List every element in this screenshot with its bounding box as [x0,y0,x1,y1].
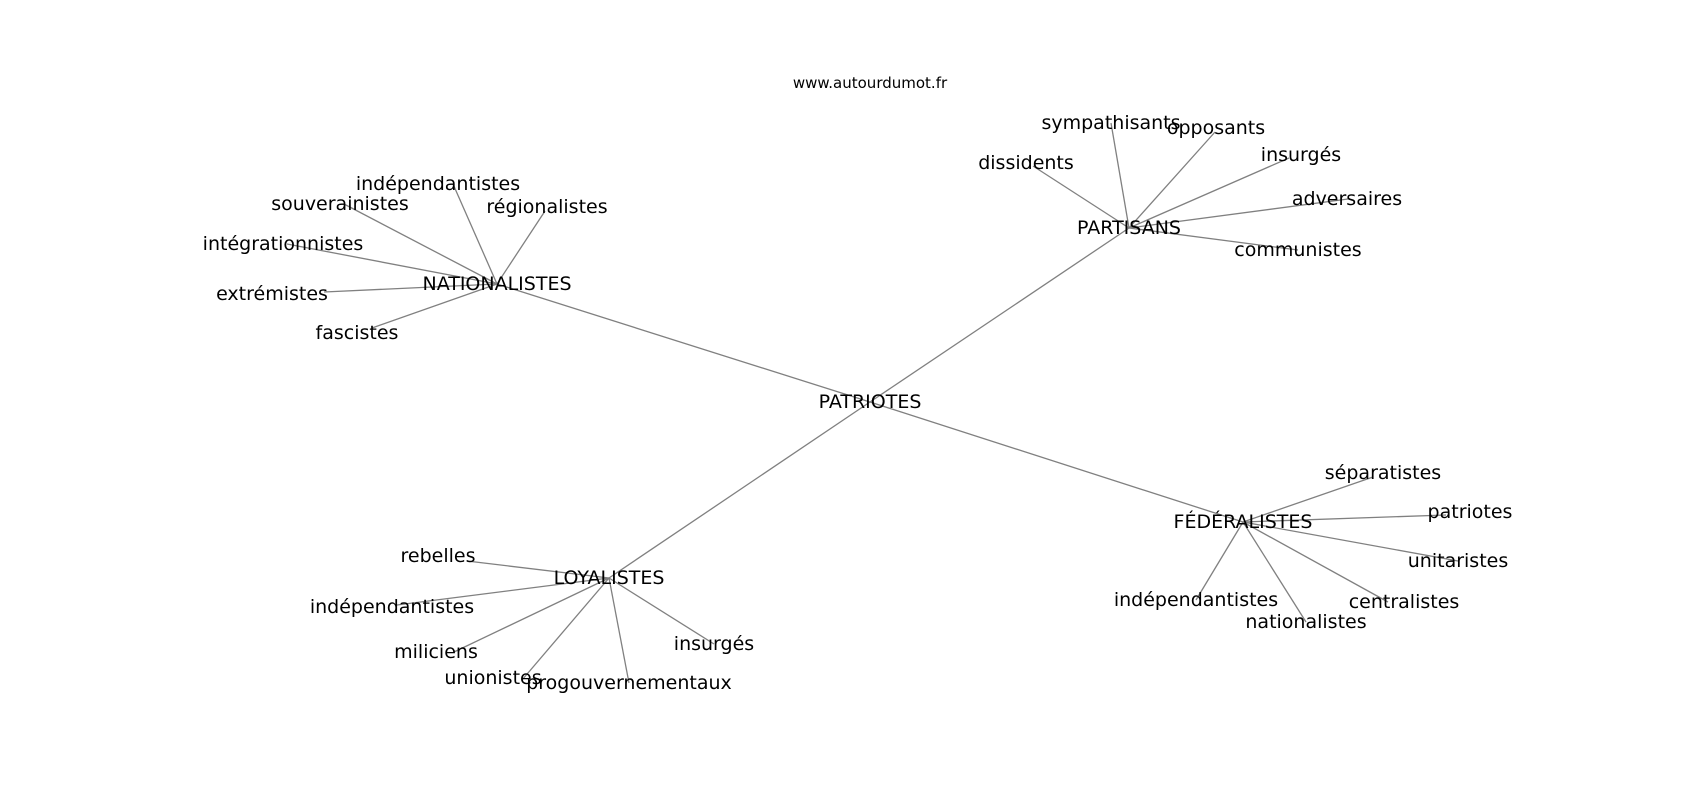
leaf-node-rebelles: rebelles [401,545,476,567]
edge-partisans-adversaires [1128,198,1349,229]
leaf-node-extremistes: extrémistes [216,283,328,305]
edge-partisans-sympathisants [1110,122,1130,229]
leaf-node-progouvernementaux: progouvernementaux [526,672,732,694]
leaf-node-dissidents: dissidents [978,152,1074,174]
edge-loyalistes-unionistes [521,577,610,681]
leaf-node-separatistes: séparatistes [1325,462,1441,484]
edge-root-partisans [869,227,1130,403]
leaf-node-souverainistes: souverainistes [271,193,409,215]
edge-nationalistes-independantistes [452,183,498,285]
leaf-node-regionalistes: régionalistes [486,196,607,218]
edge-layer [286,122,1459,684]
hub-node-loyalistes: LOYALISTES [554,567,665,589]
leaf-node-unitaristes: unitaristes [1408,550,1508,572]
edge-federalistes-nationalistes [1242,521,1307,623]
edge-loyalistes-miliciens [453,577,610,653]
leaf-node-insurges: insurgés [674,633,754,655]
edge-federalistes-centralistes [1242,521,1389,603]
edge-loyalistes-progouvernementaux [608,577,630,684]
leaf-node-miliciens: miliciens [394,641,478,663]
edge-root-nationalistes [496,283,871,403]
edge-loyalistes-insurges [608,577,715,645]
leaf-node-adversaires: adversaires [1292,188,1402,210]
edge-nationalistes-fascistes [371,283,498,329]
leaf-node-sympathisants: sympathisants [1041,112,1180,134]
leaf-node-communistes: communistes [1234,239,1361,261]
edge-nationalistes-extremistes [323,283,498,293]
source-watermark: www.autourdumot.fr [793,74,948,92]
leaf-node-patriotes: patriotes [1428,501,1513,523]
edge-federalistes-independantistes [1195,521,1244,601]
hub-node-nationalistes: NATIONALISTES [422,273,571,295]
root-node-label: PATRIOTES [819,391,922,413]
edge-nationalistes-integrationnistes [286,243,498,285]
leaf-node-independantistes: indépendantistes [356,173,520,195]
edge-loyalistes-rebelles [466,560,610,579]
leaf-node-independantistes: indépendantistes [1114,589,1278,611]
leaf-node-nationalistes: nationalistes [1245,611,1366,633]
edge-root-loyalistes [608,401,871,579]
edge-federalistes-separatistes [1242,476,1374,523]
leaf-node-integrationnistes: intégrationnistes [203,233,364,255]
hub-node-partisans: PARTISANS [1077,217,1181,239]
edge-nationalistes-regionalistes [496,210,546,285]
leaf-node-independantistes: indépendantistes [310,596,474,618]
leaf-node-unionistes: unionistes [444,667,541,689]
hub-node-federalistes: FÉDÉRALISTES [1174,510,1313,533]
edge-partisans-insurges [1128,157,1290,229]
edge-nationalistes-souverainistes [343,203,498,285]
label-layer: www.autourdumot.fr PATRIOTES NATIONALISTE… [203,74,1513,694]
edge-root-federalistes [869,401,1244,523]
edge-partisans-opposants [1128,131,1216,229]
leaf-node-fascistes: fascistes [316,322,399,344]
edge-loyalistes-independantistes [396,577,610,606]
edge-federalistes-patriotes [1242,514,1447,523]
leaf-node-centralistes: centralistes [1349,591,1460,613]
leaf-node-insurges: insurgés [1261,144,1341,166]
edge-federalistes-unitaristes [1242,521,1459,562]
edge-partisans-dissidents [1032,165,1130,229]
edge-partisans-communistes [1128,227,1299,251]
leaf-node-opposants: opposants [1167,117,1265,139]
